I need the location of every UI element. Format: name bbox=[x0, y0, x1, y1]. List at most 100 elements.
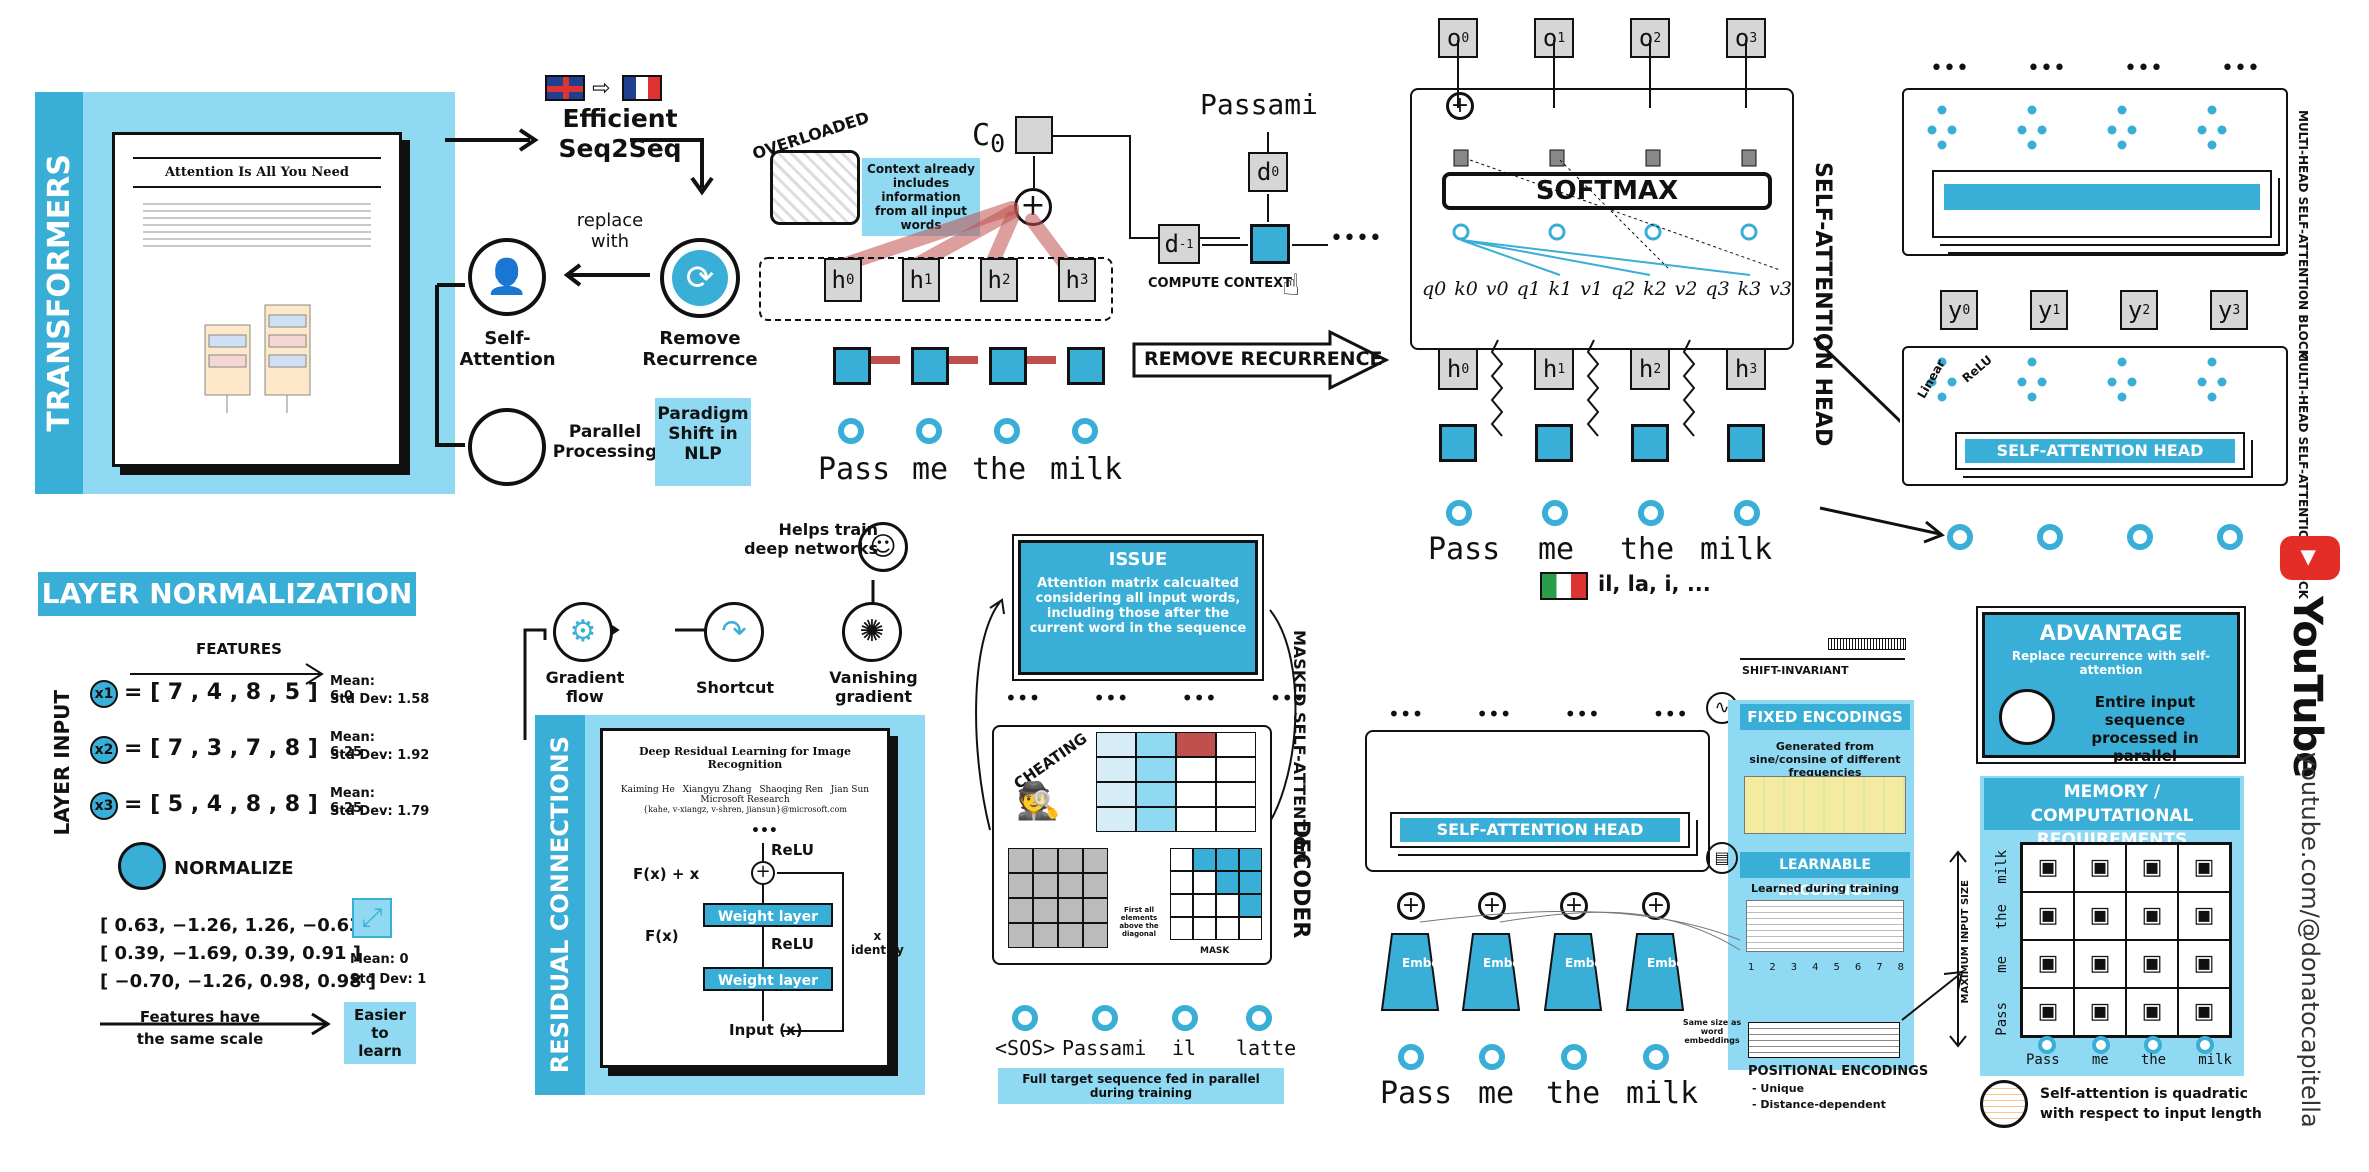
x3-mean: Mean: 6.25 bbox=[330, 786, 375, 816]
shift-invariant-label: SHIFT-INVARIANT bbox=[1742, 664, 1849, 677]
std-1-label: Std Dev: 1 bbox=[350, 972, 427, 987]
gradient-label: Gradient bbox=[545, 668, 625, 687]
fixed-encodings-title: FIXED ENCODINGS bbox=[1740, 704, 1910, 730]
memory-title: MEMORY / COMPUTATIONAL REQUIREMENTS bbox=[1984, 778, 2240, 850]
easier-to-learn-box: Easier to learn bbox=[344, 1002, 416, 1064]
dec-input-3 bbox=[1246, 1005, 1272, 1031]
vanishing-gradient-icon: ✺ bbox=[842, 602, 902, 662]
pe-plus-1: + bbox=[1478, 892, 1506, 920]
recurrence-label: Recurrence bbox=[642, 349, 758, 370]
pe-distance-dependent: - Distance-dependent bbox=[1752, 1098, 1886, 1111]
mem-row-word-1: me bbox=[1994, 956, 2010, 973]
mem-col-word-1: me bbox=[2091, 1052, 2109, 1068]
pe-input-2 bbox=[1561, 1044, 1587, 1070]
normalize-icon bbox=[118, 842, 166, 890]
rnn-cell-1 bbox=[911, 347, 949, 385]
author-0: Kaiming He bbox=[620, 785, 675, 795]
mask-label: MASK bbox=[1200, 946, 1230, 956]
softmax-bar: SOFTMAX bbox=[1442, 172, 1772, 210]
att-word-3: milk bbox=[1700, 532, 1773, 567]
same-scale-arrow bbox=[100, 1012, 331, 1036]
norm-row-0: [ 0.63, −1.26, 1.26, −0.63 ] bbox=[100, 915, 377, 936]
with-label: with bbox=[590, 231, 630, 252]
self-label: Self- bbox=[484, 328, 531, 349]
embed-label-1: Embed bbox=[1483, 956, 1530, 970]
top-dots-3: ••• bbox=[2221, 56, 2260, 81]
norm-row-1: [ 0.39, −1.69, 0.39, 0.91 ] bbox=[100, 943, 362, 964]
residual-band: RESIDUAL CONNECTIONS bbox=[535, 715, 585, 1095]
gradient-flow-icon: ⚙ bbox=[553, 602, 613, 662]
rnn-input-3 bbox=[1072, 418, 1098, 444]
att-cell-0 bbox=[1439, 424, 1477, 462]
nlp-label: NLP bbox=[684, 444, 722, 464]
mean-0-label: Mean: 0 bbox=[350, 952, 409, 967]
self-attention-icon: 👤 bbox=[468, 238, 546, 316]
mh-input-3 bbox=[2217, 524, 2243, 550]
decoder-cell bbox=[1250, 224, 1290, 264]
memory-grid: ▣▣▣▣ ▣▣▣▣ ▣▣▣▣ ▣▣▣▣ bbox=[2020, 842, 2232, 1038]
rnn-word-0: Pass bbox=[818, 452, 891, 487]
pos-7: 7 bbox=[1876, 962, 1883, 973]
transformers-title: TRANSFORMERS bbox=[41, 154, 77, 432]
pe-dots-3: ••• bbox=[1652, 702, 1688, 726]
uk-flag-icon bbox=[545, 75, 585, 101]
advantage-box: ADVANTAGE Replace recurrence with self-a… bbox=[1982, 612, 2240, 765]
x1-vector: = [ 7 , 4 , 8 , 5 ] bbox=[124, 680, 318, 705]
pe-dots-2: ••• bbox=[1564, 702, 1600, 726]
resnet-emails: {kahe, v-xiangz, v-shren, jiansun}@micro… bbox=[643, 805, 847, 814]
top-dots-2: ••• bbox=[2124, 56, 2163, 81]
shift-invariant-bar bbox=[1828, 638, 1906, 650]
resnet-relu-top: ReLU bbox=[771, 841, 814, 859]
x1-badge: x1 bbox=[90, 680, 118, 708]
paradigm-label: Paradigm bbox=[657, 404, 749, 424]
learnable-icon: ▤ bbox=[1706, 842, 1738, 874]
robot-icon: ☺ bbox=[858, 522, 908, 572]
attention-head-lines bbox=[1452, 40, 1781, 276]
att-word-1: me bbox=[1538, 532, 1575, 567]
mem-col-ring-1 bbox=[2092, 1036, 2110, 1054]
transformers-band: TRANSFORMERS bbox=[35, 92, 83, 494]
rnn-word-2: the bbox=[972, 452, 1027, 487]
learn-label: learn bbox=[358, 1042, 402, 1060]
paradigm-shift-box: Paradigm Shift in NLP bbox=[655, 398, 751, 486]
upper-block bbox=[1902, 88, 2288, 256]
features-have-label: Features have bbox=[139, 1008, 261, 1026]
resnet-arrows bbox=[762, 843, 844, 1032]
att-cell-2 bbox=[1631, 424, 1669, 462]
att-word-0: Pass bbox=[1428, 532, 1501, 567]
weight-layer-1: Weight layer bbox=[703, 903, 833, 927]
fx-plus-x-label: F(x) + x bbox=[633, 865, 700, 883]
cheating-person-icon: 🕵 bbox=[1016, 781, 1061, 822]
attention-label: Attention bbox=[459, 349, 556, 370]
italy-flag-icon bbox=[1540, 572, 1588, 600]
x2-vector: = [ 7 , 3 , 7 , 8 ] bbox=[124, 736, 318, 761]
seq2seq-label: Seq2Seq bbox=[558, 134, 682, 163]
top-dots-1: ••• bbox=[2027, 56, 2066, 81]
author-2: Shaoqing Ren bbox=[759, 785, 824, 795]
pos-5: 5 bbox=[1833, 962, 1840, 973]
att-word-2: the bbox=[1620, 532, 1675, 567]
dec-dots-0: ••• bbox=[1005, 686, 1041, 710]
passami-label: Passami bbox=[1200, 88, 1319, 121]
q3: q3 bbox=[1705, 278, 1730, 300]
att-input-3 bbox=[1734, 500, 1760, 526]
pe-word-2: the bbox=[1546, 1076, 1601, 1111]
same-size-note: Same size as word embeddings bbox=[1682, 1018, 1742, 1045]
author-1: Xiangyu Zhang bbox=[682, 785, 752, 795]
shortcut-label: Shortcut bbox=[696, 678, 774, 697]
resnet-paper: Deep Residual Learning for Image Recogni… bbox=[600, 728, 904, 1068]
embed-label-0: Embed bbox=[1402, 956, 1449, 970]
remove-recurrence-arrow: REMOVE RECURRENCE bbox=[1130, 329, 1390, 391]
x1-mean: Mean: 6.0 bbox=[330, 674, 375, 704]
advantage-title: ADVANTAGE bbox=[2039, 621, 2183, 645]
dec-dots-2: ••• bbox=[1181, 686, 1217, 710]
remove-recurrence-icon: ⟳ bbox=[660, 238, 740, 318]
first-all-note: First all elements above the diagonal bbox=[1119, 906, 1159, 938]
sum-node: + bbox=[1446, 92, 1474, 120]
easier-label: Easier to bbox=[353, 1006, 406, 1042]
